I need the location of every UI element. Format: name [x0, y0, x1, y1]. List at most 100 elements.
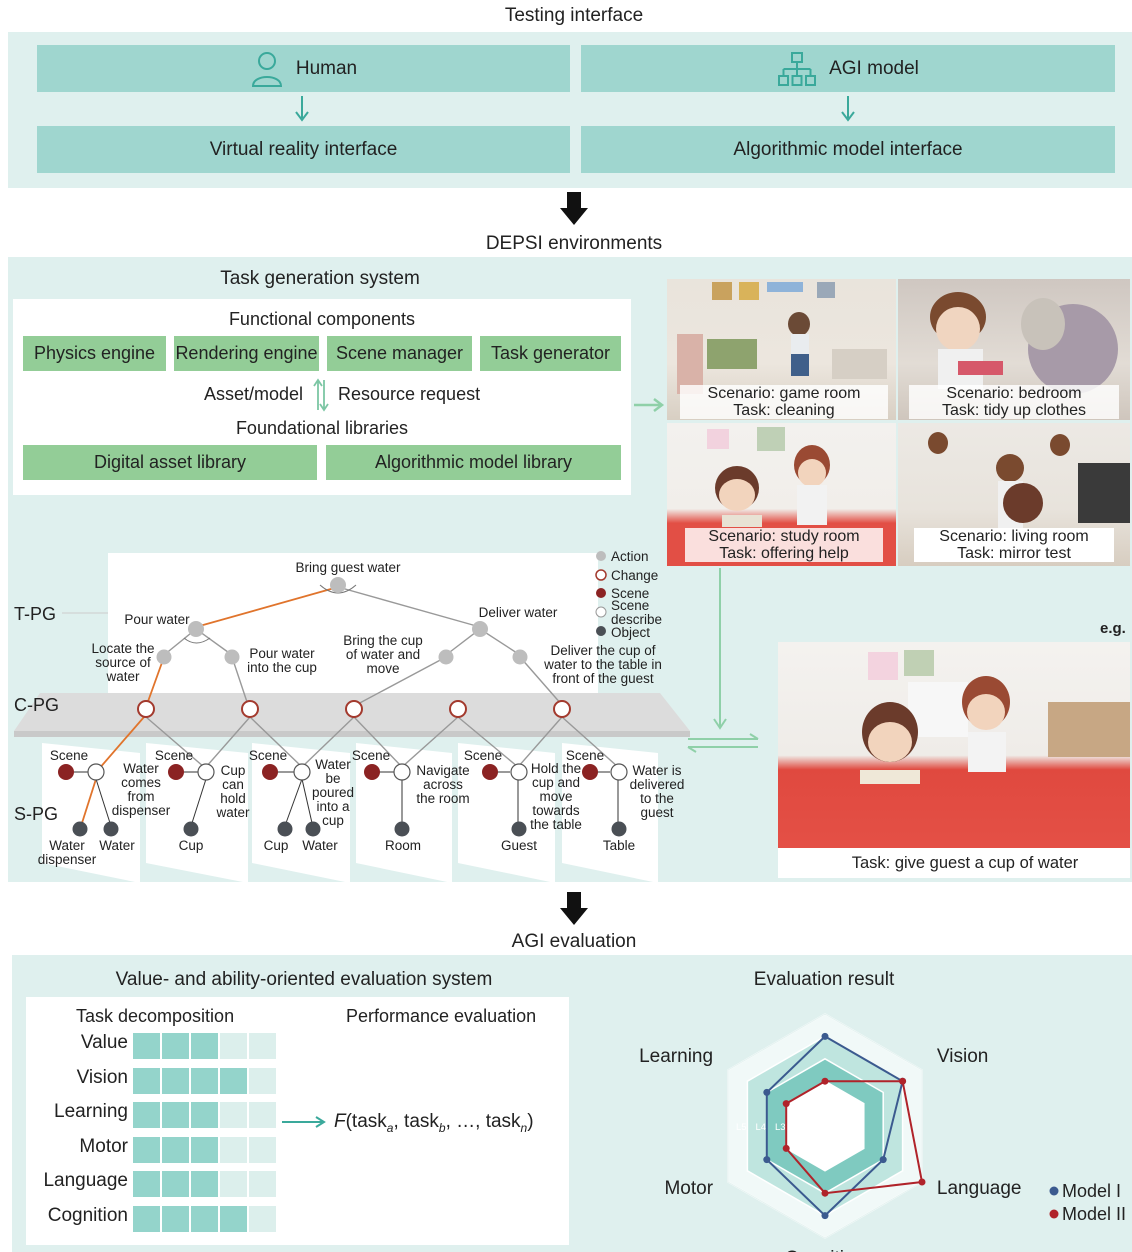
scene-node-3	[262, 764, 278, 780]
down-arrow-2	[560, 892, 588, 925]
functional-components-title: Functional components	[228, 309, 416, 329]
decomp-row-label-cognition: Cognition	[47, 1205, 128, 1226]
scene-label-2: Scene	[154, 748, 194, 763]
algorithmic-interface-box: Algorithmic model interface	[581, 126, 1115, 173]
decomp-cell	[220, 1067, 247, 1094]
resource-request-label: Resource request	[338, 384, 481, 404]
object-node-2	[103, 821, 119, 837]
node-pour-water	[188, 621, 204, 637]
label-deliver-water: Deliver water	[478, 605, 558, 620]
formula-sub-a: a	[386, 1120, 394, 1135]
decomp-cell	[220, 1102, 247, 1129]
legend-action-marker	[596, 551, 606, 561]
object-node-4	[277, 821, 293, 837]
evaluation-result-title: Evaluation result	[753, 969, 895, 990]
scenario-caption-bedroom: Scenario: bedroom Task: tidy up clothes	[909, 385, 1119, 419]
agi-model-box: AGI model	[581, 45, 1115, 92]
scene-label-6: Scene	[565, 748, 605, 763]
performance-evaluation-title: Performance evaluation	[346, 1006, 537, 1026]
decomp-row-label-vision: Vision	[76, 1066, 128, 1088]
task-decomposition-title: Task decomposition	[76, 1006, 235, 1026]
radar-level-label: L2	[794, 1122, 805, 1133]
object-label-2: Water	[99, 838, 135, 853]
decomp-cell	[191, 1206, 218, 1232]
describe-label-3: Water be poured into a cup	[311, 757, 355, 828]
radar-point-series-2	[821, 1077, 829, 1085]
describe-node-5	[510, 763, 528, 781]
formula-sub-n: n	[520, 1120, 528, 1135]
agi-model-label: AGI model	[829, 57, 919, 79]
object-node-3	[183, 821, 199, 837]
radar-point-series-1	[879, 1156, 887, 1164]
right-arrow-to-scenarios	[634, 398, 665, 412]
t-pg-sheet	[108, 553, 598, 703]
testing-interface-title: Testing interface	[504, 5, 644, 26]
human-label: Human	[295, 57, 358, 79]
radar-level-label: L3	[775, 1122, 786, 1133]
radar-axis-label-language: Language	[937, 1178, 1022, 1199]
legend-object-marker	[596, 626, 606, 636]
evaluation-system-title: Value- and ability-oriented evaluation s…	[115, 969, 493, 990]
decomp-cell	[191, 1067, 218, 1094]
human-box: Human	[37, 45, 570, 92]
physics-engine-box: Physics engine	[23, 336, 166, 371]
algorithmic-model-library-box: Algorithmic model library	[326, 445, 621, 480]
node-bring-cup	[438, 649, 454, 665]
formula-close: )	[527, 1111, 534, 1132]
decomp-cell	[162, 1206, 189, 1232]
object-label-3: Cup	[178, 838, 204, 853]
radar-point-series-1	[763, 1156, 771, 1164]
decomp-cell	[249, 1171, 276, 1198]
decomp-cell	[133, 1067, 160, 1094]
radar-point-series-1	[821, 1032, 829, 1040]
change-node-1	[137, 700, 155, 718]
decomp-cell	[249, 1206, 276, 1232]
describe-label-1: Water comes from dispenser	[111, 761, 171, 818]
s-pg-sheet-5	[458, 743, 555, 883]
living-room-illustration	[928, 432, 1130, 531]
change-node-5	[553, 700, 571, 718]
scenario-flow-arrows	[687, 568, 759, 753]
object-node-6	[394, 821, 410, 837]
scenario-caption-study-room: Scenario: study room Task: offering help	[685, 528, 883, 562]
object-node-5	[305, 821, 321, 837]
node-locate-source	[156, 649, 172, 665]
describe-node-6	[610, 763, 628, 781]
decomp-cell	[133, 1206, 160, 1232]
scenario-study-room-line1: Scenario: study room	[708, 528, 860, 545]
change-node-3	[345, 700, 363, 718]
scene-label-5: Scene	[463, 748, 503, 763]
object-label-4: Cup	[263, 838, 289, 853]
bedroom-illustration	[930, 292, 1118, 394]
object-node-8	[611, 821, 627, 837]
agi-evaluation-title: AGI evaluation	[511, 931, 637, 952]
scenario-bedroom-line1: Scenario: bedroom	[946, 385, 1082, 402]
decomp-cell	[220, 1033, 247, 1059]
describe-label-6: Water is delivered to the guest	[629, 763, 685, 820]
radar-level-label: L5	[736, 1122, 747, 1133]
scene-label-1: Scene	[49, 748, 89, 763]
scenario-caption-game-room: Scenario: game room Task: cleaning	[680, 385, 888, 419]
digital-asset-library-box: Digital asset library	[23, 445, 317, 480]
decomp-cell	[249, 1067, 276, 1094]
radar-point-series-2	[821, 1189, 829, 1197]
node-pour-into-cup	[224, 649, 240, 665]
decomp-row-label-value: Value	[80, 1032, 128, 1053]
formula-f: F	[334, 1111, 346, 1132]
label-pour-into-cup: Pour water into the cup	[247, 646, 317, 675]
decomp-cell	[220, 1136, 247, 1163]
formula-sep2: , …, task	[445, 1111, 521, 1132]
legend-describe-label: Scene describe	[611, 598, 663, 627]
decomp-cell	[162, 1171, 189, 1198]
radar-axis-label-value: Value	[801, 990, 848, 993]
decomp-cell	[133, 1033, 160, 1059]
object-label-6: Room	[384, 838, 421, 853]
label-bring-cup: Bring the cup of water and move	[343, 633, 423, 676]
task-generation-title: Task generation system	[220, 268, 420, 289]
legend-scene-marker	[596, 588, 606, 598]
legend-scene-label: Scene	[611, 586, 650, 601]
scenario-bedroom-line2: Task: tidy up clothes	[941, 402, 1087, 419]
scene-node-4	[364, 764, 380, 780]
change-node-4	[449, 700, 467, 718]
object-node-7	[511, 821, 527, 837]
